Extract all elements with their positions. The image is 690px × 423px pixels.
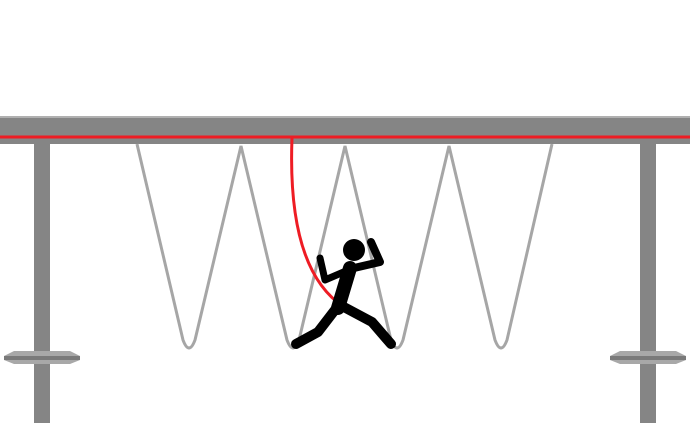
climber-figure: [291, 238, 396, 349]
climber-torso: [331, 261, 357, 315]
climber-head: [343, 239, 365, 261]
climber-right-leg: [337, 301, 396, 349]
climber-right-arm: [350, 238, 384, 272]
climber-left-arm: [316, 254, 350, 284]
support-post-left: [4, 140, 80, 423]
overhead-beam: [0, 116, 690, 144]
zigzag-rope-net: [135, 143, 554, 350]
safety-lanyard: [290, 137, 345, 309]
climber-left-leg: [291, 301, 343, 349]
support-post-right: [610, 140, 686, 423]
